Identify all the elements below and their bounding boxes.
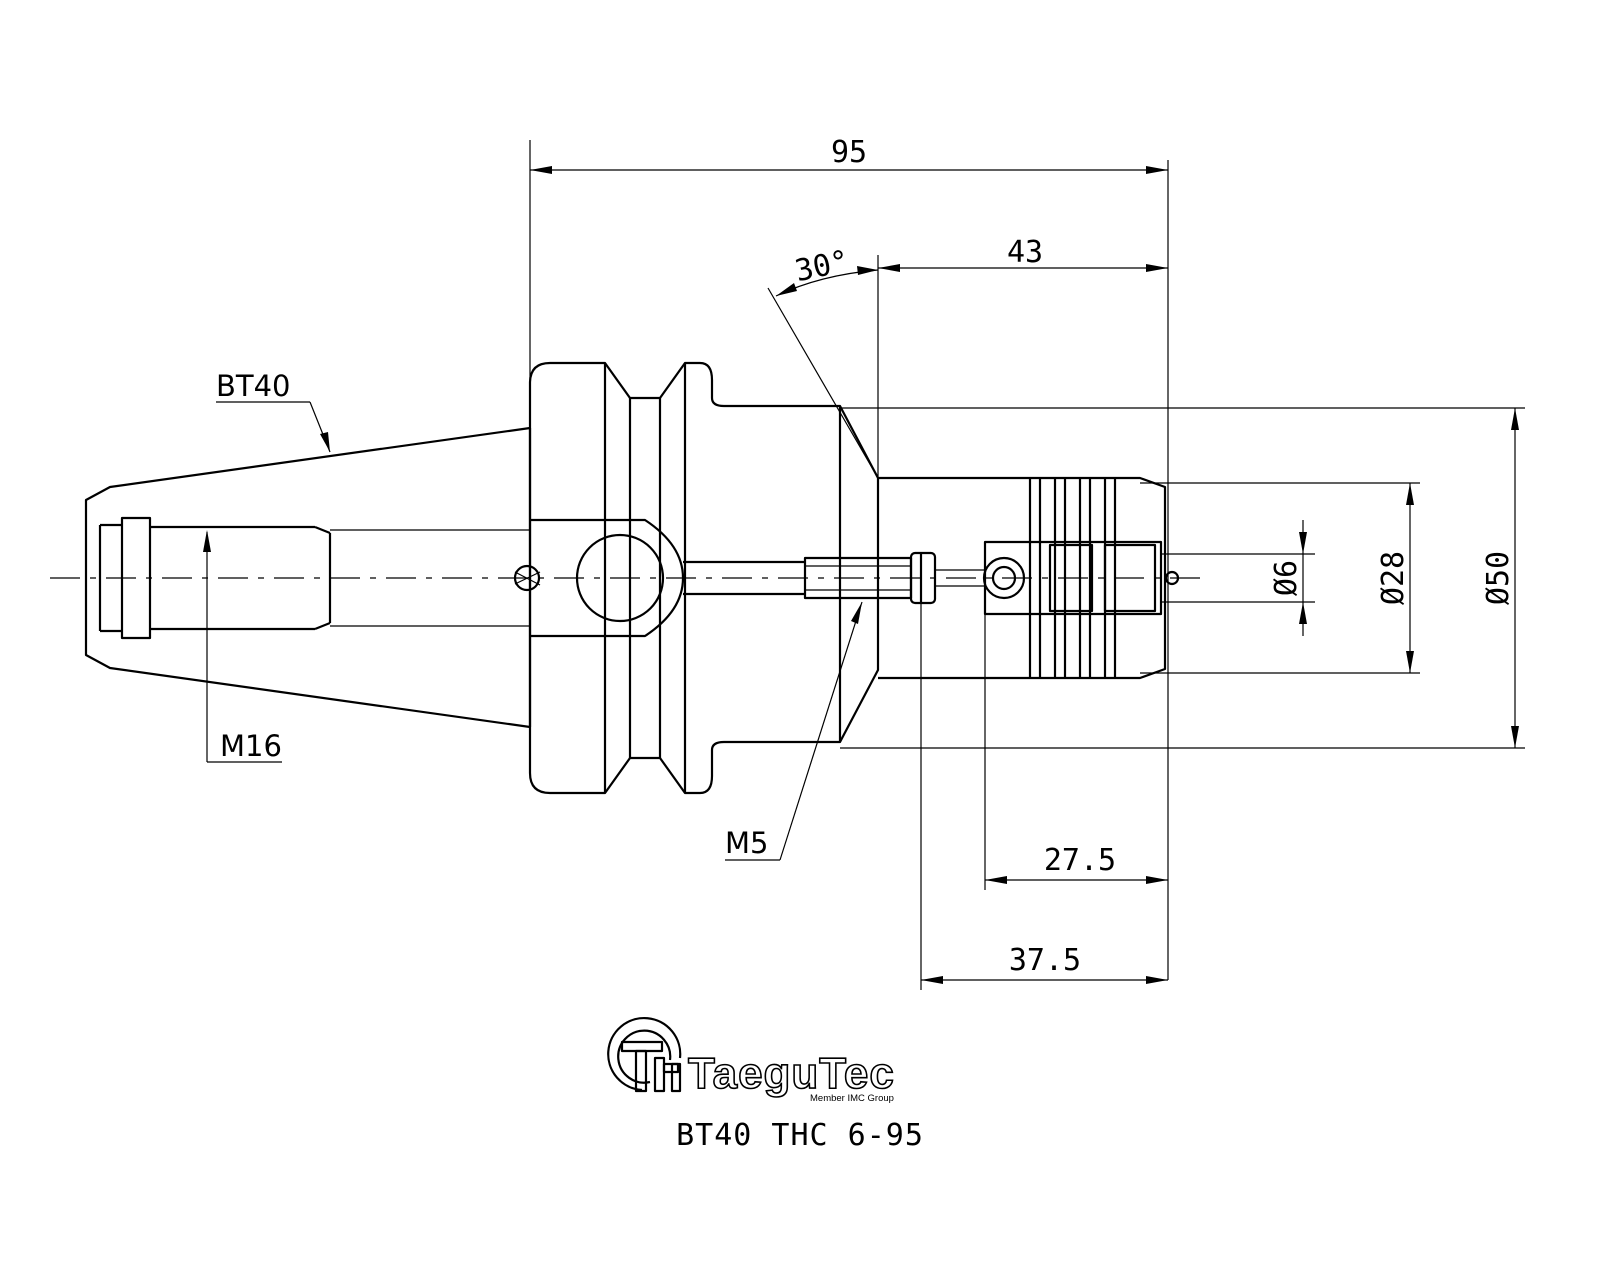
dim-27-5: 27.5 <box>984 614 1168 890</box>
dim-angle-text: 30° <box>792 244 852 290</box>
dim-95: 95 <box>529 135 1169 980</box>
dim-dia-28-text: Ø28 <box>1376 551 1411 605</box>
leader-m5: M5 <box>725 601 863 861</box>
leader-m16: M16 <box>203 530 282 763</box>
brand-logo: TaeguTec Member IMC Group <box>607 1017 895 1104</box>
body <box>683 397 913 758</box>
label-bt40: BT40 <box>216 369 291 403</box>
label-m5: M5 <box>725 826 768 860</box>
logo-brand-text: TaeguTec <box>688 1049 895 1098</box>
dim-dia-28: Ø28 <box>1140 482 1420 674</box>
dim-95-text: 95 <box>831 135 867 170</box>
dim-angle-30: 30° <box>767 244 879 479</box>
product-code: BT40 THC 6-95 <box>676 1118 924 1153</box>
label-m16: M16 <box>220 729 282 763</box>
dim-43: 43 <box>877 235 1168 478</box>
dim-dia-50: Ø50 <box>840 407 1525 749</box>
dim-37-5-text: 37.5 <box>1009 943 1081 978</box>
dim-dia-6: Ø6 <box>1161 520 1315 636</box>
dim-43-text: 43 <box>1007 235 1043 270</box>
nose <box>878 476 1180 680</box>
logo-emblem-icon <box>607 1017 682 1093</box>
leader-bt40: BT40 <box>216 369 331 453</box>
dim-dia-6-text: Ø6 <box>1269 560 1304 596</box>
dim-37-5: 37.5 <box>920 603 1168 990</box>
dim-27-5-text: 27.5 <box>1044 843 1116 878</box>
flange <box>528 361 714 795</box>
dim-dia-50-text: Ø50 <box>1481 551 1516 605</box>
logo-tagline-text: Member IMC Group <box>810 1093 894 1104</box>
